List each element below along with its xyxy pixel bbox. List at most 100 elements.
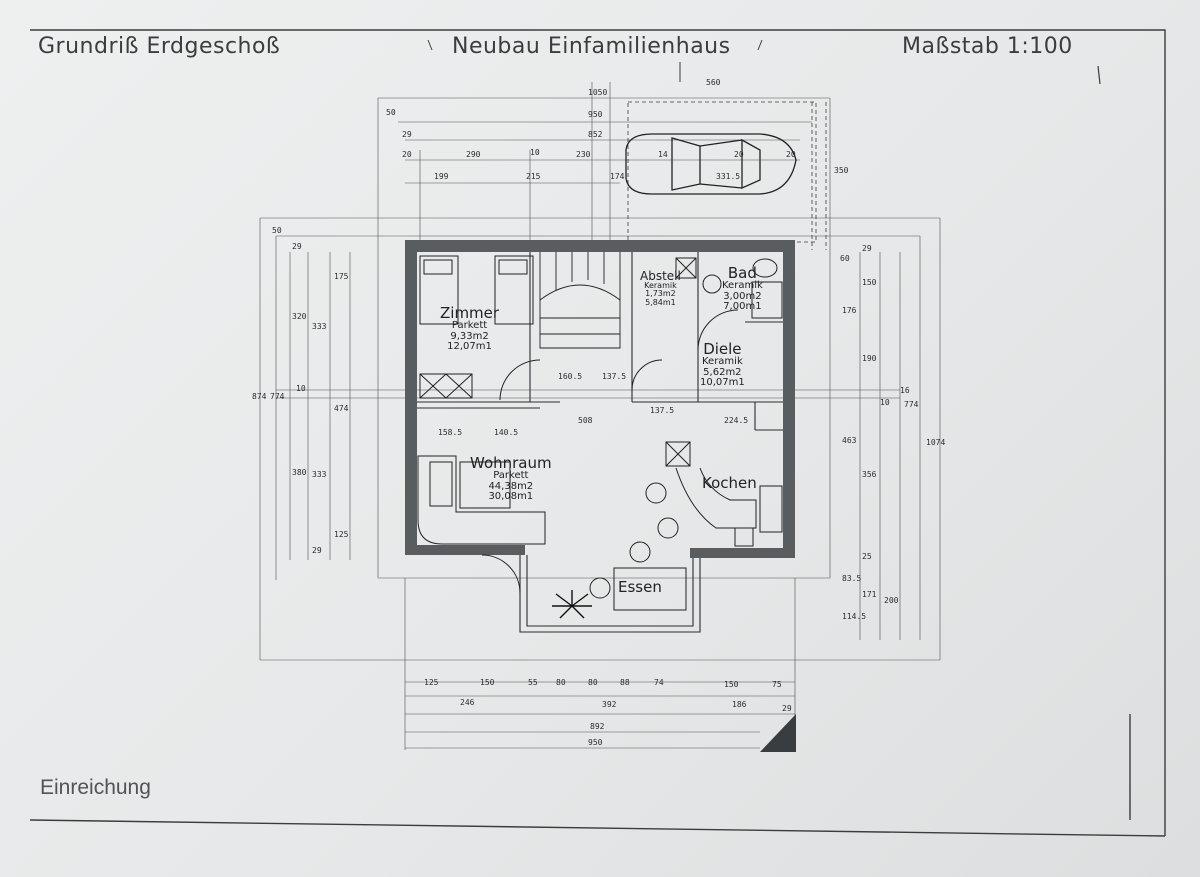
dim-label: 150: [480, 678, 495, 687]
dim-label: 137.5: [650, 406, 675, 415]
dim-label: 55: [528, 678, 538, 687]
dim-label: 1050: [588, 88, 608, 97]
dim-label: 333: [312, 470, 327, 479]
dim-label: 892: [590, 722, 605, 731]
dim-label: 20: [734, 150, 744, 159]
dim-label: 774: [270, 392, 285, 401]
dim-label: 10: [530, 148, 540, 157]
dim-label: 150: [862, 278, 877, 287]
dim-label: 474: [334, 404, 349, 413]
room-floor: Keramik: [722, 280, 763, 291]
room-essen: Essen: [618, 580, 662, 595]
dim-label: 560: [706, 78, 721, 87]
dim-label: 350: [834, 166, 849, 175]
room-kochen: Kochen: [702, 476, 757, 491]
dim-label: 10: [296, 384, 306, 393]
room-floor: Keramik: [644, 281, 677, 290]
dim-label: 125: [334, 530, 349, 539]
dim-label: 174: [610, 172, 625, 181]
dim-label: 83.5: [842, 574, 862, 583]
dim-label: 320: [292, 312, 307, 321]
room-name: Wohnraum: [470, 454, 552, 472]
dim-label: 950: [588, 738, 603, 747]
dim-label: 29: [312, 546, 322, 555]
dim-label: 75: [772, 680, 782, 689]
dim-label: 874: [252, 392, 267, 401]
dim-label: 290: [466, 150, 481, 159]
room-perimeter: 30,08m1: [488, 491, 534, 502]
dim-label: 137.5: [602, 372, 627, 381]
dim-label: 392: [602, 700, 617, 709]
room-perimeter: 5,84m1: [645, 297, 676, 307]
dim-label: 10: [880, 398, 890, 407]
dim-label: 190: [862, 354, 877, 363]
room-floor: Parkett: [451, 320, 488, 331]
dim-label: 186: [732, 700, 747, 709]
dim-label: 14: [658, 150, 668, 159]
dim-label: 333: [312, 322, 327, 331]
dim-label: 176: [842, 306, 857, 315]
dim-label: 356: [862, 470, 877, 479]
dim-label: 29: [292, 242, 302, 251]
dim-label: 199: [434, 172, 449, 181]
dim-label: 224.5: [724, 416, 749, 425]
dim-label: 380: [292, 468, 307, 477]
dim-label: 74: [654, 678, 664, 687]
room-area: 3,00m2: [723, 290, 762, 302]
room-abstell: Abstell Keramik 1,73m2 5,84m1: [640, 270, 681, 307]
room-perimeter: 7,00m1: [723, 301, 762, 312]
dim-label: 125: [424, 678, 439, 687]
dim-label: 158.5: [438, 428, 463, 437]
dim-label: 215: [526, 172, 541, 181]
drawing-scale: Maßstab 1:100: [902, 34, 1073, 59]
dim-label: 774: [904, 400, 919, 409]
room-name: Kochen: [702, 474, 757, 492]
dim-label: 29: [402, 130, 412, 139]
room-name: Essen: [618, 578, 662, 596]
room-area: 9,33m2: [450, 330, 489, 342]
room-area: 44,38m2: [488, 480, 534, 492]
plant-icon: [552, 590, 592, 619]
dim-label: 16: [900, 386, 910, 395]
dim-label: 88: [620, 678, 630, 687]
room-area: 5,62m2: [703, 366, 742, 378]
dim-label: 25: [862, 552, 872, 561]
room-area: 1,73m2: [645, 289, 676, 299]
submission-label: Einreichung: [40, 776, 151, 799]
dim-label: 140.5: [494, 428, 519, 437]
dim-label: 852: [588, 130, 603, 139]
dim-label: 160.5: [558, 372, 583, 381]
dim-label: 114.5: [842, 612, 867, 621]
dim-label: 20: [402, 150, 412, 159]
dim-label: 50: [272, 226, 282, 235]
room-zimmer: Zimmer Parkett 9,33m2 12,07m1: [440, 306, 499, 353]
room-name: Diele: [703, 340, 742, 358]
room-perimeter: 12,07m1: [447, 341, 492, 352]
room-diele: Diele Keramik 5,62m2 10,07m1: [700, 342, 745, 389]
dim-label: 29: [862, 244, 872, 253]
dim-label: 150: [724, 680, 739, 689]
room-name: Abstell: [640, 269, 681, 283]
dim-label: 463: [842, 436, 857, 445]
room-perimeter: 10,07m1: [700, 377, 745, 388]
dim-label: 230: [576, 150, 591, 159]
room-name: Zimmer: [440, 304, 500, 322]
dim-label: 20: [786, 150, 796, 159]
dim-label: 200: [884, 596, 899, 605]
dim-label: 175: [334, 272, 349, 281]
dim-label: 508: [578, 416, 593, 425]
room-floor: Parkett: [493, 470, 529, 481]
dim-label: 246: [460, 698, 475, 707]
room-bad: Bad Keramik 3,00m2 7,00m1: [722, 266, 763, 313]
dim-label: 80: [588, 678, 598, 687]
dim-label: 950: [588, 110, 603, 119]
car-icon: [625, 133, 797, 195]
project-title: Neubau Einfamilienhaus: [452, 34, 731, 59]
room-wohnraum: Wohnraum Parkett 44,38m2 30,08m1: [470, 456, 552, 503]
dim-label: 29: [782, 704, 792, 713]
dim-label: 1074: [926, 438, 946, 447]
room-floor: Keramik: [701, 356, 743, 367]
dim-label: 50: [386, 108, 396, 117]
